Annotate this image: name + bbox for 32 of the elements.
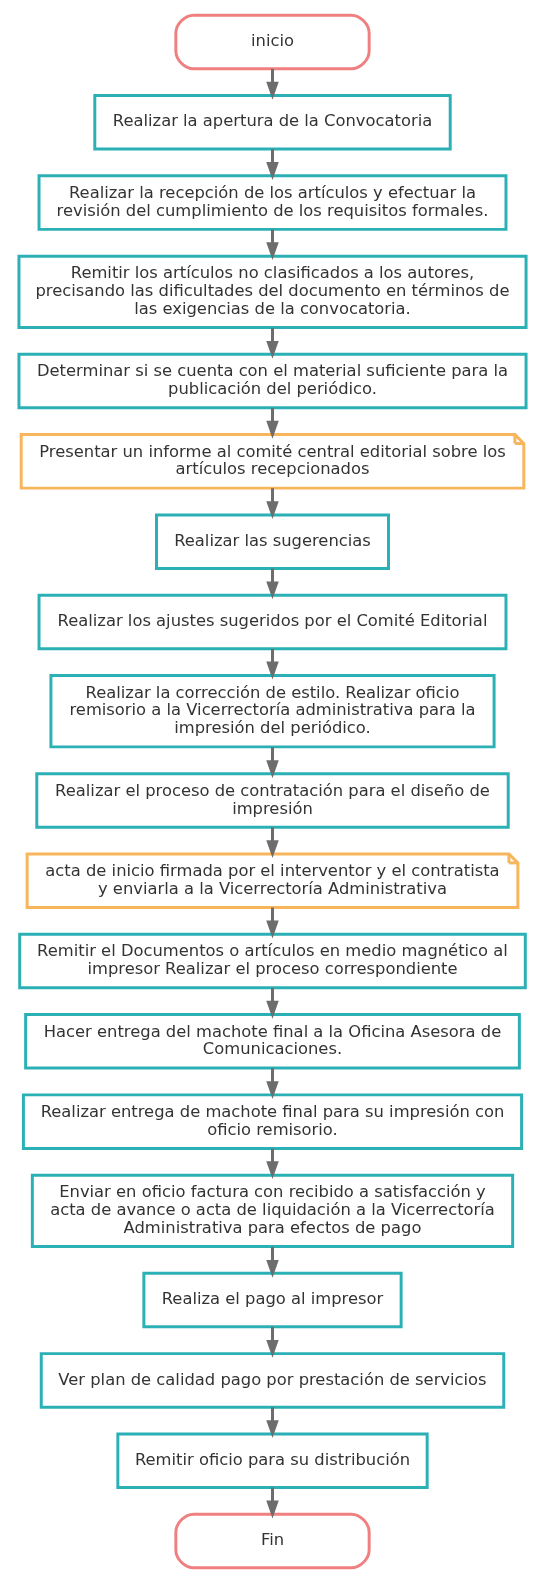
node-box: Realiza el pago al impresor [142,1271,403,1329]
arrow [266,1068,279,1099]
node-box: Remitir oficio para su distribución [116,1432,429,1489]
node-box: Realizar la corrección de estilo. Realizar oficio remisorio a la Vicerrectoría administrativa para la impresión del periódico. [49,674,496,749]
node-box: Enviar en oficio factura con recibido a satisfacción y acta de avance o acta de liquidación a la Vicerrectoría Administrativa para efectos de pago [30,1173,515,1249]
arrow [266,1407,279,1439]
arrow [266,1326,279,1358]
arrow [266,747,279,779]
node-box: Realizar las sugerencias [155,513,390,570]
node-box: Realizar la recepción de los artículos y efectuar la revisión del cumplimiento de los requisitos formales. [37,174,508,231]
node-box: Determinar si se cuenta con el material suficiente para la publicación del periódico. [17,352,528,410]
arrow [266,407,279,439]
arrow [266,648,279,680]
node-box: inicio [174,13,371,71]
node-box: Realizar el proceso de contratación para el diseño de impresión [35,772,510,829]
node-box: Realizar la apertura de la Convocatoria [93,94,452,151]
node-box: Remitir los artículos no clasificados a los autores, precisando las dificultades del documento en términos de las exigencias de la convocatoria. [17,254,528,329]
arrow [266,327,279,359]
arrow [266,987,279,1019]
arrow [266,68,279,100]
node-box: Fin [174,1512,371,1570]
arrow [266,488,279,520]
node-box: Ver plan de calidad pago por prestación de servicios [39,1352,506,1409]
node-box: Remitir el Documentos o artículos en medio magnético al impresor Realizar el proceso correspondiente [18,932,527,990]
node-box: Realizar los ajustes sugeridos por el Comité Editorial [37,593,508,651]
arrow [266,827,279,859]
arrow [266,149,279,180]
node-box: Hacer entrega del machote final a la Oficina Asesora de Comunicaciones. [24,1013,521,1070]
arrow [266,1246,279,1278]
node-box: Realizar entrega de machote final para su impresión con oficio remisorio. [21,1093,524,1150]
arrow [266,907,279,939]
arrow [266,568,279,600]
